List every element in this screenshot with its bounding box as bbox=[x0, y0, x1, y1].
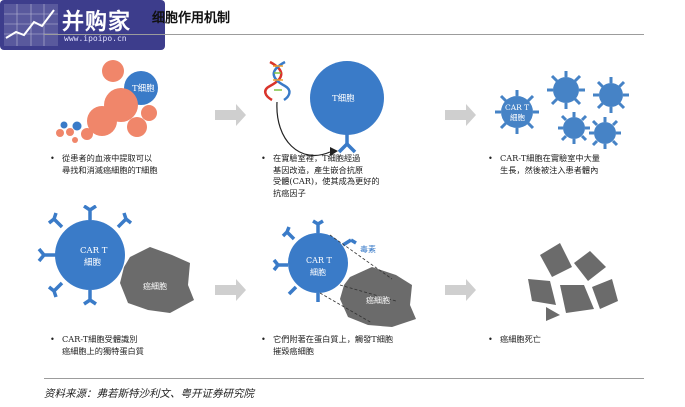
car-t-cell-large bbox=[37, 205, 133, 306]
row2-diagram: CAR T 細胞 癌細胞 毒素 CAR T 細胞 癌細胞 bbox=[37, 205, 618, 327]
chart-logo-icon bbox=[4, 4, 58, 46]
caption-4: • CAR-T細胞受體識別 癌細胞上的獨特蛋白質 bbox=[50, 334, 144, 356]
caption-6: • 癌細胞死亡 bbox=[488, 334, 541, 344]
car-t-label-2-line2: 細胞 bbox=[310, 267, 326, 277]
car-receptor-icon bbox=[337, 133, 357, 154]
cancer-cell-label-1: 癌細胞 bbox=[143, 281, 167, 291]
watermark-logo: 并购家 www.ipoipo.cn bbox=[0, 0, 165, 50]
delivery-arrowhead bbox=[330, 147, 338, 156]
t-cell-label-1: T细胞 bbox=[132, 83, 155, 94]
cancer-cell-1 bbox=[120, 247, 194, 313]
delivery-arrow bbox=[276, 101, 331, 157]
arrow-1 bbox=[215, 104, 246, 126]
car-t-cells-cluster bbox=[495, 71, 629, 149]
cancer-cell-label-2: 癌細胞 bbox=[366, 295, 390, 305]
car-t-label-line2: 細胞 bbox=[84, 257, 102, 268]
dna-icon bbox=[264, 60, 291, 102]
dead-cancer-cell bbox=[528, 243, 618, 321]
t-cell-engineered bbox=[310, 61, 384, 135]
source-note: 资料来源：弗若斯特沙利文、粤开证券研究院 bbox=[44, 388, 254, 400]
logo-url: www.ipoipo.cn bbox=[64, 34, 127, 43]
car-t-label-small-2: 細胞 bbox=[510, 112, 525, 122]
car-t-label-line1: CAR T bbox=[80, 246, 108, 256]
page-title: 细胞作用机制 bbox=[152, 11, 231, 26]
row1-diagram: T细胞 T细胞 bbox=[56, 60, 629, 157]
car-t-cell-attached bbox=[272, 219, 357, 302]
arrow-4 bbox=[445, 279, 476, 301]
caption-1: • 從患者的血液中提取可以 尋找和消滅癌細胞的T細胞 bbox=[50, 153, 158, 175]
caption-5: • 它們附著在蛋白質上，觸發T細胞 摧毀癌細胞 bbox=[261, 334, 394, 356]
bottom-divider bbox=[44, 378, 644, 379]
logo-text: 并购家 bbox=[62, 10, 132, 35]
toxin-path-lines bbox=[319, 234, 397, 324]
top-divider bbox=[44, 34, 644, 35]
caption-3: • CAR-T細胞在實驗室中大量 生長，然後被注入患者體內 bbox=[488, 153, 600, 175]
car-t-label-small-1: CAR T bbox=[505, 103, 529, 112]
toxin-label: 毒素 bbox=[360, 244, 376, 254]
arrow-3 bbox=[215, 279, 246, 301]
arrow-2 bbox=[445, 104, 476, 126]
blood-cells-group bbox=[56, 60, 158, 143]
cancer-cell-2 bbox=[340, 267, 416, 327]
t-cell-label-2: T细胞 bbox=[332, 93, 355, 104]
caption-2: • 在實驗室裡，T細胞經過 基因改造，產生嵌合抗原 受體(CAR)，使其成為更好… bbox=[261, 153, 380, 198]
car-t-label-2-line1: CAR T bbox=[306, 256, 332, 265]
